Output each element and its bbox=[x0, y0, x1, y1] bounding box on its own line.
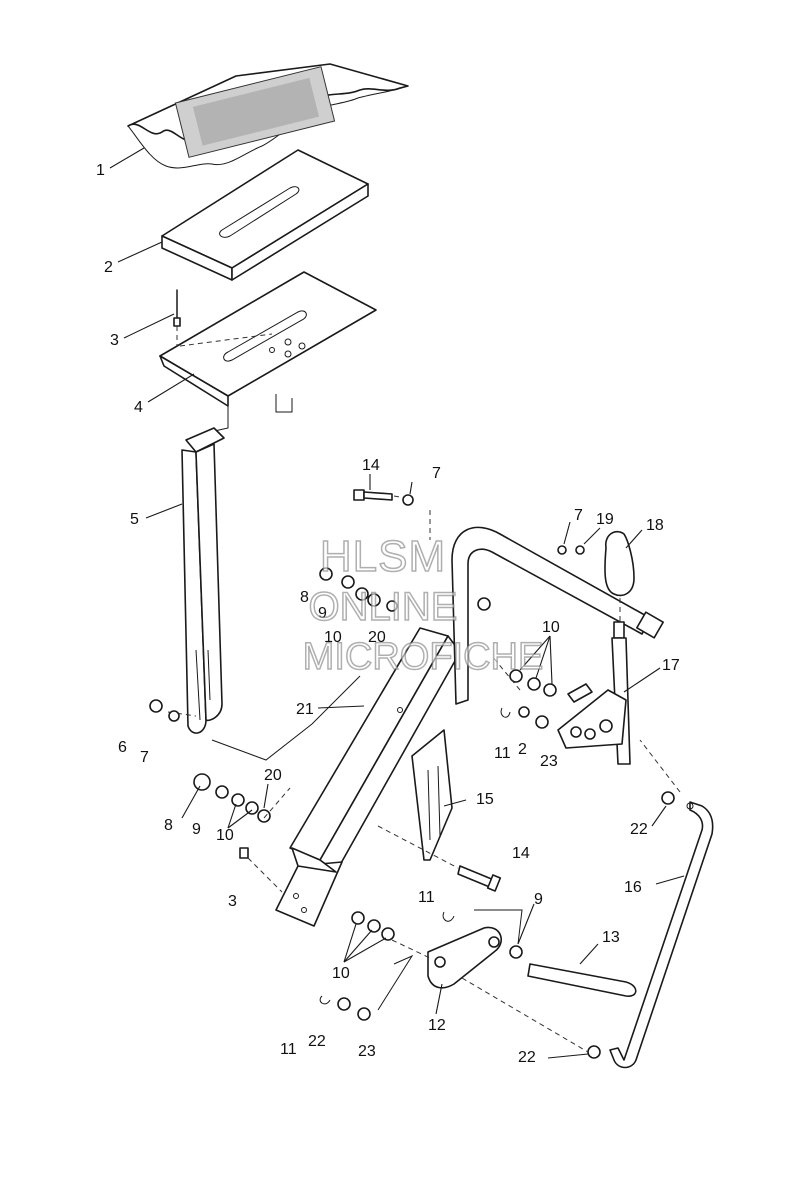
floor-mat-part bbox=[127, 63, 409, 169]
bolt-upper-part bbox=[353, 489, 407, 501]
callout-12: 12 bbox=[428, 1017, 446, 1034]
callout-10-lower: 10 bbox=[332, 965, 350, 982]
callout-leaders bbox=[109, 147, 685, 1059]
callout-9-left: 9 bbox=[192, 821, 201, 838]
callout-19: 19 bbox=[596, 511, 614, 528]
callout-8-upper: 8 bbox=[300, 589, 309, 606]
callout-11-upper: 11 bbox=[494, 745, 511, 762]
bolt-lower-part bbox=[377, 825, 502, 892]
rod-part bbox=[609, 801, 714, 1069]
callout-16: 16 bbox=[624, 879, 642, 896]
pad-part bbox=[161, 149, 369, 281]
callout-22-bottom: 22 bbox=[518, 1049, 536, 1066]
callout-14-upper: 14 bbox=[362, 457, 380, 474]
callout-7-left: 7 bbox=[140, 749, 149, 766]
callout-5: 5 bbox=[130, 511, 139, 528]
callout-7-right: 7 bbox=[574, 507, 583, 524]
callout-10-right: 10 bbox=[542, 619, 560, 636]
bracket-part bbox=[411, 729, 453, 861]
callout-2: 2 bbox=[104, 259, 113, 276]
callout-23-lower: 23 bbox=[358, 1043, 376, 1060]
callout-2-right: 2 bbox=[518, 741, 527, 758]
callout-22-lower: 22 bbox=[308, 1033, 326, 1050]
callout-7-upper: 7 bbox=[432, 465, 441, 482]
callout-13: 13 bbox=[602, 929, 620, 946]
callout-labels: 1 2 3 4 5 14 7 7 19 18 8 9 10 20 10 17 2… bbox=[96, 162, 680, 1066]
plate-part bbox=[159, 271, 377, 407]
callout-15: 15 bbox=[476, 791, 494, 808]
callout-1: 1 bbox=[96, 162, 105, 179]
callout-3: 3 bbox=[110, 332, 119, 349]
callout-9-lower: 9 bbox=[534, 891, 543, 908]
callout-23-upper: 23 bbox=[540, 753, 558, 770]
callout-18: 18 bbox=[646, 517, 664, 534]
callout-9-upper: 9 bbox=[318, 605, 327, 622]
callout-17: 17 bbox=[662, 657, 680, 674]
shift-lever-part bbox=[557, 621, 631, 765]
callout-8-left: 8 bbox=[164, 817, 173, 834]
handle-tube-part bbox=[429, 510, 664, 705]
pin-part bbox=[173, 289, 181, 346]
callout-10-left: 10 bbox=[216, 827, 234, 844]
washers-and-nuts bbox=[149, 494, 675, 1059]
callout-11-middle: 11 bbox=[418, 889, 435, 906]
callout-22-right: 22 bbox=[630, 821, 648, 838]
callout-14-lower: 14 bbox=[512, 845, 530, 862]
callout-20-left: 20 bbox=[264, 767, 282, 784]
callout-6: 6 bbox=[118, 739, 127, 756]
callout-21: 21 bbox=[296, 701, 314, 718]
callout-11-lower: 11 bbox=[280, 1041, 297, 1058]
pedal-post-part bbox=[181, 427, 225, 734]
callout-20-upper: 20 bbox=[368, 629, 386, 646]
callout-3-lower: 3 bbox=[228, 893, 237, 910]
callout-10-upper: 10 bbox=[324, 629, 342, 646]
pedal-arm-part bbox=[427, 909, 637, 997]
callout-4: 4 bbox=[134, 399, 143, 416]
